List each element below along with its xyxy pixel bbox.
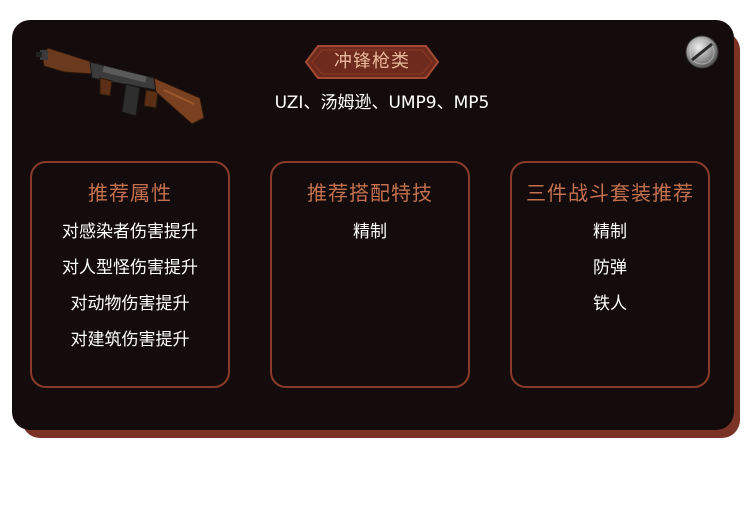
category-tag-background bbox=[304, 45, 440, 79]
weapon-card: 冲锋枪类 UZI、汤姆逊、UMP9、MP5 推荐属性 对感染者伤害提升 对人型怪… bbox=[12, 20, 734, 430]
panel-recommended-gear-set: 三件战斗套装推荐 精制 防弹 铁人 bbox=[510, 161, 710, 388]
gear-set-list: 精制 防弹 铁人 bbox=[512, 214, 708, 322]
category-tag: 冲锋枪类 bbox=[304, 44, 440, 80]
panel-title: 推荐搭配特技 bbox=[307, 181, 433, 205]
list-item: 对人型怪伤害提升 bbox=[62, 258, 198, 278]
list-item: 对动物伤害提升 bbox=[70, 294, 190, 314]
list-item: 铁人 bbox=[593, 294, 627, 314]
close-icon[interactable] bbox=[684, 34, 720, 70]
panel-title: 推荐属性 bbox=[88, 181, 172, 205]
category-label: 冲锋枪类 bbox=[334, 51, 410, 72]
list-item: 防弹 bbox=[593, 258, 627, 278]
list-item: 精制 bbox=[353, 222, 387, 242]
panel-recommended-skills: 推荐搭配特技 精制 bbox=[270, 161, 470, 388]
submachine-gun-icon bbox=[36, 47, 205, 125]
skill-list: 精制 bbox=[272, 214, 468, 250]
panel-title: 三件战斗套装推荐 bbox=[526, 181, 694, 205]
attribute-list: 对感染者伤害提升 对人型怪伤害提升 对动物伤害提升 对建筑伤害提升 bbox=[32, 214, 228, 358]
list-item: 对感染者伤害提升 bbox=[62, 222, 198, 242]
weapon-list: UZI、汤姆逊、UMP9、MP5 bbox=[274, 93, 490, 113]
list-item: 精制 bbox=[593, 222, 627, 242]
list-item: 对建筑伤害提升 bbox=[70, 330, 190, 350]
panel-recommended-attributes: 推荐属性 对感染者伤害提升 对人型怪伤害提升 对动物伤害提升 对建筑伤害提升 bbox=[30, 161, 230, 388]
